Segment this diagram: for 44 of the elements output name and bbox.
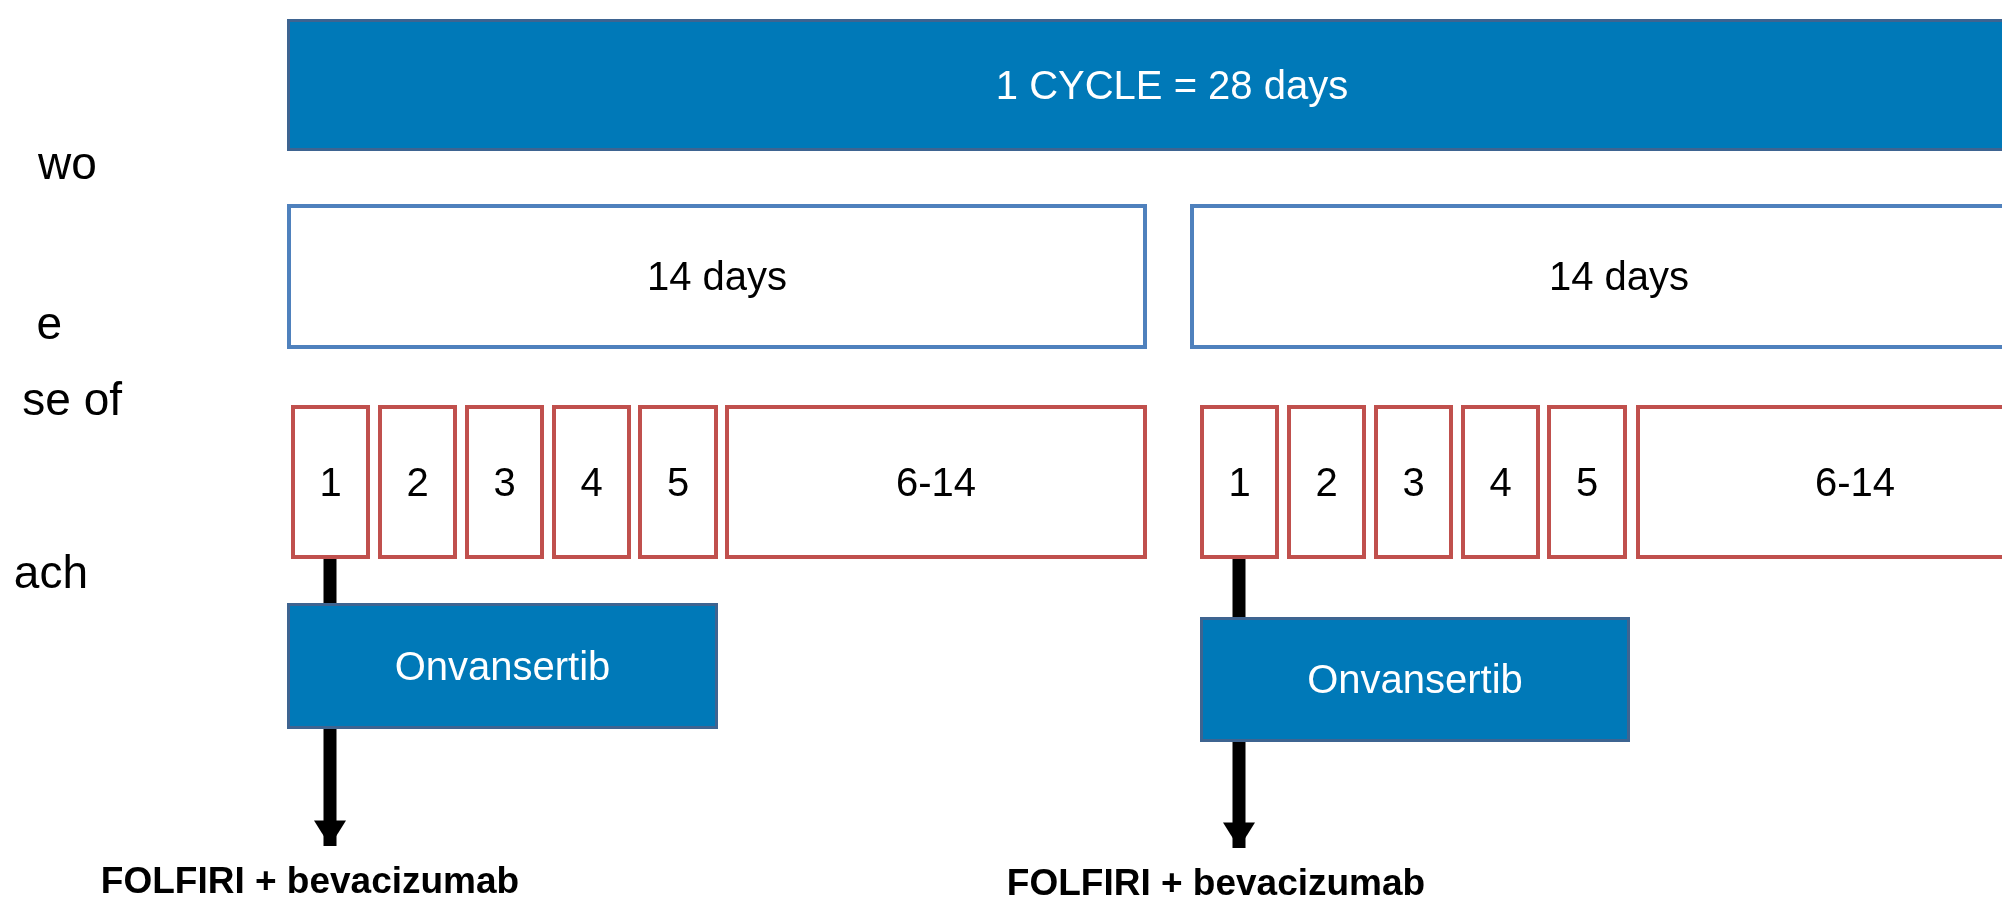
box-text: Onvansertib (394, 643, 611, 689)
box-text: Onvansertib (1307, 657, 1523, 702)
connector-line (1232, 559, 1246, 617)
regimen-label: FOLFIRI + bevacizumab (1006, 862, 1426, 904)
box-text: 14 days (646, 254, 788, 299)
day-box (1200, 405, 1279, 559)
box-text: 6-14 (1814, 459, 1896, 505)
day-box (291, 405, 370, 559)
box-text: 3 (493, 459, 516, 505)
box-text: 1 (319, 459, 342, 505)
box-text: 3 (1402, 459, 1425, 505)
box-text: 6-14 (895, 459, 977, 505)
box-text: 5 (1575, 459, 1599, 505)
box-text: 14 days (1548, 254, 1690, 299)
arrow (1223, 742, 1255, 848)
day-box (1374, 405, 1453, 559)
day-box (1287, 405, 1366, 559)
connector-line (323, 559, 337, 603)
box-text: 4 (580, 459, 603, 505)
day-box (1547, 405, 1627, 559)
day-box (378, 405, 457, 559)
box-text: 5 (666, 459, 690, 505)
text-fragment: e (35, 296, 62, 350)
box-text: 2 (406, 459, 429, 505)
arrow (314, 729, 346, 846)
box-text: 1 (1228, 459, 1251, 505)
day-box (1636, 405, 2002, 559)
box-text: 2 (1315, 459, 1338, 505)
period-box (1190, 204, 2002, 349)
cycle-bar (287, 19, 2002, 151)
day-box (638, 405, 718, 559)
day-box (465, 405, 544, 559)
period-box (287, 204, 1147, 349)
drug-box (1200, 617, 1630, 742)
text-fragment: se of (21, 372, 122, 426)
drug-box (287, 603, 718, 729)
box-text: 1 CYCLE = 28 days (995, 62, 1349, 108)
regimen-label: FOLFIRI + bevacizumab (100, 860, 520, 902)
text-fragment: ach (12, 545, 88, 599)
day-box (725, 405, 1147, 559)
box-text: 4 (1489, 459, 1512, 505)
text-fragment: wo (38, 136, 97, 190)
day-box (552, 405, 631, 559)
day-box (1461, 405, 1540, 559)
